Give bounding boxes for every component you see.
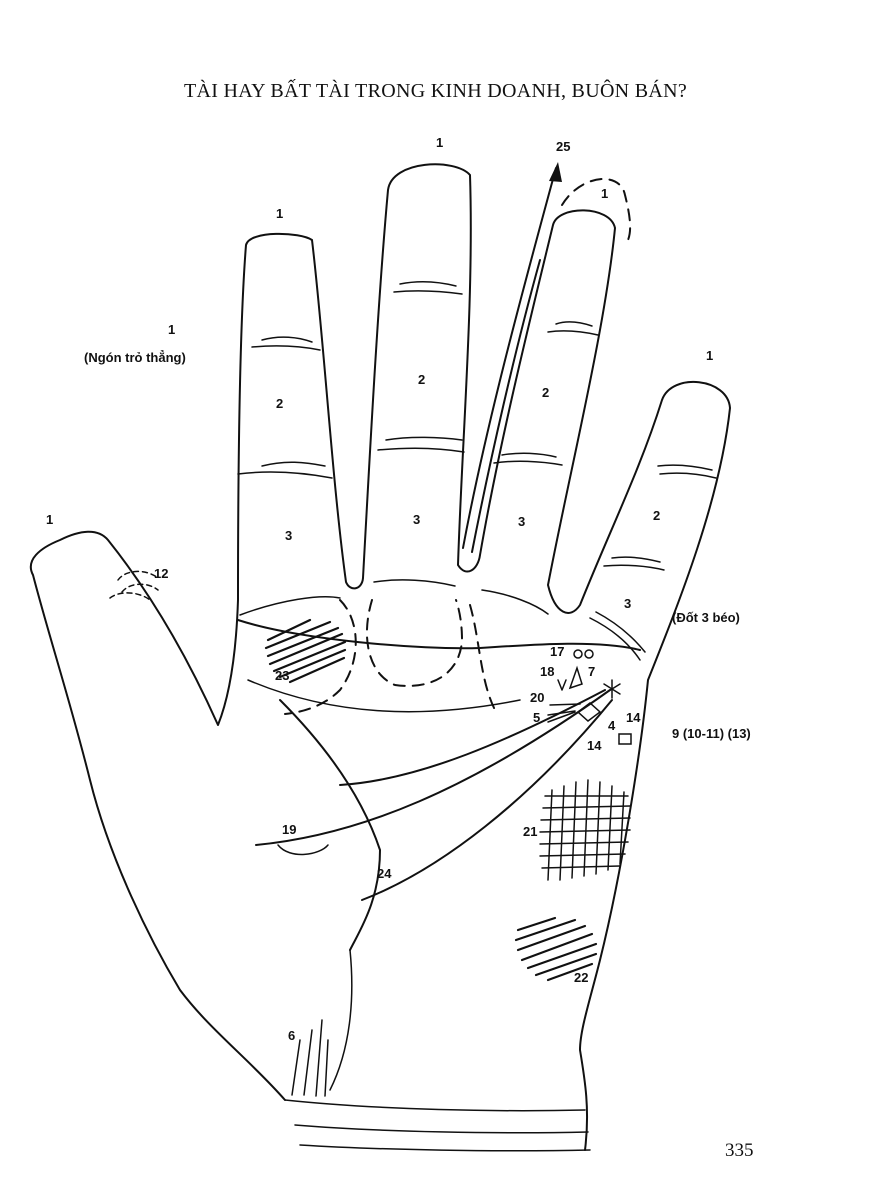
label-line-24: 24 bbox=[377, 866, 392, 881]
arrow-line-25-lower bbox=[471, 259, 541, 553]
hand-outline bbox=[30, 163, 731, 1151]
crease-little-2 bbox=[659, 472, 717, 479]
label-thumb-tip: 1 bbox=[46, 512, 53, 527]
label-little-tip: 1 bbox=[706, 348, 713, 363]
label-mark-14-lower: 14 bbox=[587, 738, 602, 753]
crease-middle-2 bbox=[393, 290, 463, 295]
fork-mark-5 bbox=[547, 710, 576, 723]
crease-ring-1 bbox=[555, 321, 593, 327]
label-right-note: 9 (10-11) (13) bbox=[672, 726, 751, 741]
dashed-mount-left bbox=[284, 599, 357, 715]
head-line-lower bbox=[255, 689, 611, 846]
life-line bbox=[279, 699, 381, 951]
page-title: TÀI HAY BẤT TÀI TRONG KINH DOANH, BUÔN B… bbox=[183, 80, 688, 102]
crease-little-1 bbox=[657, 464, 713, 471]
label-middle-tip: 1 bbox=[436, 135, 443, 150]
label-little-2: 2 bbox=[653, 508, 660, 523]
crease-index-2 bbox=[251, 345, 321, 351]
upper-arc-line bbox=[247, 679, 521, 713]
label-index-tip: 1 bbox=[276, 206, 283, 221]
label-index-note: (Ngón trỏ thẳng) bbox=[84, 350, 186, 365]
thumb-whorl bbox=[109, 570, 159, 601]
mark-18-fork bbox=[557, 679, 567, 691]
label-mark-7: 7 bbox=[588, 664, 595, 679]
label-thumb-whorl: 12 bbox=[154, 566, 168, 581]
crease-index-3 bbox=[261, 461, 326, 467]
label-mark-4: 4 bbox=[608, 718, 616, 733]
crease-middle-1 bbox=[399, 281, 457, 287]
crease-middle-4 bbox=[377, 447, 465, 453]
crease-little-3 bbox=[611, 556, 661, 563]
lower-palm-line bbox=[329, 949, 353, 1091]
label-wrist-6: 6 bbox=[288, 1028, 295, 1043]
square-mark bbox=[618, 733, 632, 745]
label-mount-23: 23 bbox=[275, 668, 289, 683]
label-mark-20: 20 bbox=[530, 690, 544, 705]
arrow-head bbox=[549, 162, 562, 182]
label-ring-3: 3 bbox=[518, 514, 525, 529]
crease-ring-4 bbox=[493, 460, 563, 466]
label-ring-2: 2 bbox=[542, 385, 549, 400]
label-mark-5: 5 bbox=[533, 710, 540, 725]
base-arc-little bbox=[589, 617, 641, 661]
line-24 bbox=[361, 699, 613, 901]
triangle-mark bbox=[568, 665, 583, 690]
arrow-line-25 bbox=[462, 167, 557, 549]
page-number: 335 bbox=[725, 1140, 754, 1161]
label-arrow-25: 25 bbox=[556, 139, 570, 154]
hatch-22 bbox=[514, 916, 598, 982]
label-grid-21: 21 bbox=[523, 824, 537, 839]
crease-ring-2 bbox=[547, 330, 599, 336]
label-circles-17: 17 bbox=[550, 644, 564, 659]
label-mark-14-upper: 14 bbox=[626, 710, 641, 725]
wrist-lines-6 bbox=[284, 1019, 591, 1152]
diamond-mark bbox=[576, 702, 602, 722]
label-middle-3: 3 bbox=[413, 512, 420, 527]
label-hatch-22: 22 bbox=[574, 970, 588, 985]
label-index-3: 3 bbox=[285, 528, 292, 543]
crease-ring-3 bbox=[501, 452, 557, 458]
crease-index-1 bbox=[261, 336, 313, 343]
hatch-mount-23 bbox=[264, 618, 347, 684]
circle-mark-1 bbox=[573, 649, 583, 659]
label-little-3: 3 bbox=[624, 596, 631, 611]
line-19-loop bbox=[277, 844, 329, 856]
star-mark bbox=[603, 679, 621, 699]
label-line-19: 19 bbox=[282, 822, 296, 837]
label-index-2: 2 bbox=[276, 396, 283, 411]
base-arc-middle bbox=[373, 579, 456, 587]
ring-tip-dashed bbox=[561, 178, 632, 241]
fork-mark-20 bbox=[549, 703, 581, 706]
head-line-upper bbox=[339, 689, 606, 786]
circle-mark-2 bbox=[584, 649, 594, 659]
crease-little-4 bbox=[603, 564, 665, 571]
base-arc-little-2 bbox=[595, 611, 646, 653]
label-triangle-18: 18 bbox=[540, 664, 554, 679]
label-middle-2: 2 bbox=[418, 372, 425, 387]
grid-21 bbox=[539, 779, 631, 881]
crease-index-4 bbox=[237, 471, 333, 479]
crease-middle-3 bbox=[385, 436, 463, 441]
base-arc-index bbox=[239, 596, 341, 616]
label-little-note: (Đốt 3 béo) bbox=[672, 610, 740, 625]
base-arc-ring bbox=[481, 589, 549, 615]
label-index-note-num: 1 bbox=[168, 322, 175, 337]
dashed-mount-center bbox=[365, 599, 464, 687]
dashed-mount-right bbox=[469, 604, 496, 711]
label-ring-tip-dashed: 1 bbox=[601, 186, 608, 201]
